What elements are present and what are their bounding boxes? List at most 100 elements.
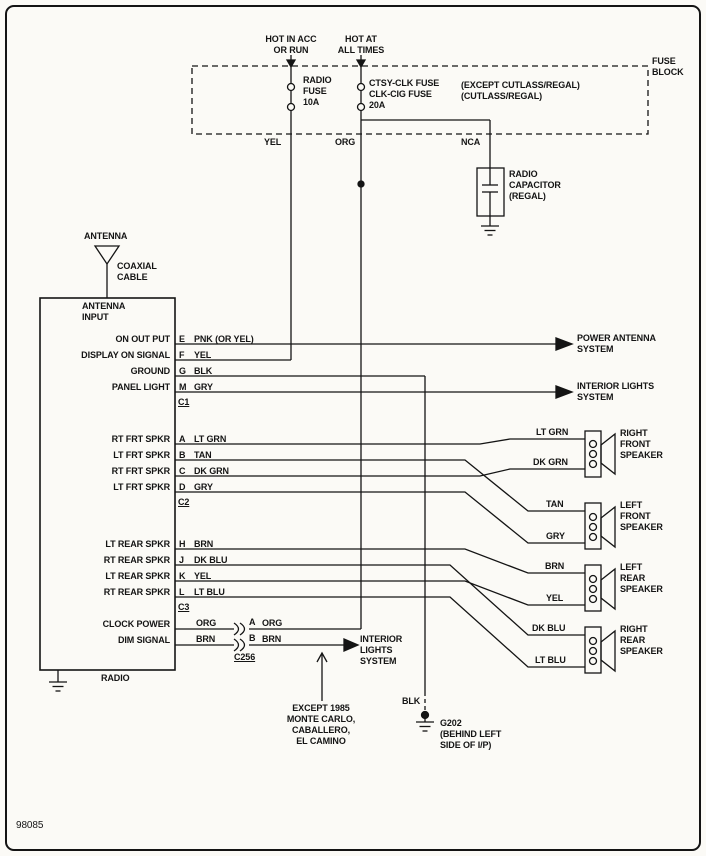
hot-in-acc-label: HOT IN ACC OR RUN (265, 34, 317, 55)
wire-g-blk-path (175, 375, 434, 732)
lr-speaker-bottom-wire-label: YEL (546, 593, 564, 603)
radio-box-outline (39, 297, 176, 671)
radio-fuse-symbol (286, 67, 296, 112)
clock-dim-wires (175, 622, 361, 652)
radio-ground-symbol (49, 670, 67, 692)
speaker-symbol-right-rear (584, 626, 616, 674)
g202-ground-label: G202 (BEHIND LEFT SIDE OF I/P) (440, 718, 502, 750)
blk-wire-label: BLK (402, 696, 421, 706)
wire-org-path (357, 110, 365, 629)
interior-lights-system-2-label: INTERIOR LIGHTS SYSTEM (360, 634, 403, 666)
pin-letter-d: D (179, 482, 186, 492)
pin-wire-a: LT GRN (194, 434, 227, 444)
pin-function-m: PANEL LIGHT (111, 382, 170, 392)
pin-wire-l: LT BLU (194, 587, 225, 597)
fuse-variant-note: (EXCEPT CUTLASS/REGAL) (CUTLASS/REGAL) (461, 80, 580, 101)
wire-nca-path (361, 119, 491, 168)
radio-capacitor-symbol (476, 167, 505, 236)
wire-yel-path (175, 110, 292, 361)
pin-function-f: DISPLAY ON SIGNAL (81, 350, 170, 360)
coaxial-cable-label: COAXIAL CABLE (117, 261, 157, 282)
pin-letter-h: H (179, 539, 186, 549)
clock-wire-label: ORG (196, 618, 217, 628)
fuse-block-outline (191, 65, 649, 135)
pin-function-e: ON OUT PUT (115, 334, 171, 344)
connector-c256-label: C256 (234, 652, 256, 662)
speaker-symbol-left-front (584, 502, 616, 550)
pin-function-d: LT FRT SPKR (113, 482, 170, 492)
connector-c3-label: C3 (178, 602, 190, 612)
power-feed-arrows (285, 55, 367, 69)
wire-m-gry-path (175, 385, 574, 399)
pin-letter-l: L (179, 587, 185, 597)
power-antenna-system-label: POWER ANTENNA SYSTEM (577, 333, 656, 354)
note-callout-arrow (316, 651, 328, 701)
pin-letter-f: F (179, 350, 185, 360)
pin-function-c: RT FRT SPKR (111, 466, 171, 476)
speaker-symbol-right-front (584, 430, 616, 478)
pin-wire-m: GRY (194, 382, 213, 392)
connector-c1-label: C1 (178, 397, 190, 407)
antenna-label: ANTENNA (84, 231, 128, 241)
radio-label: RADIO (101, 673, 130, 683)
ctsy-clk-fuse-symbol (356, 67, 366, 112)
rf-speaker-bottom-wire-label: DK GRN (533, 457, 568, 467)
pin-letter-c: C (179, 466, 186, 476)
pin-function-k: LT REAR SPKR (105, 571, 170, 581)
pin-letter-j: J (179, 555, 184, 565)
dim-pin-label: B (249, 633, 256, 643)
dim-signal-function-label: DIM SIGNAL (118, 635, 170, 645)
antenna-symbol (93, 245, 121, 298)
pin-letter-e: E (179, 334, 185, 344)
dim-wire-out-label: BRN (262, 634, 282, 644)
pin-function-h: LT REAR SPKR (105, 539, 170, 549)
interior-lights-system-label: INTERIOR LIGHTS SYSTEM (577, 381, 654, 402)
pin-wire-g: BLK (194, 366, 213, 376)
speaker-wires (175, 438, 585, 668)
pin-letter-k: K (179, 571, 186, 581)
pin-function-a: RT FRT SPKR (111, 434, 171, 444)
pin-wire-e: PNK (OR YEL) (194, 334, 254, 344)
outer-border (5, 5, 701, 851)
ctsy-clk-fuse-label: CTSY-CLK FUSE CLK-CIG FUSE 20A (369, 78, 440, 110)
lf-speaker-bottom-wire-label: GRY (546, 531, 565, 541)
pin-letter-b: B (179, 450, 186, 460)
clock-pin-label: A (249, 617, 256, 627)
clock-wire-out-label: ORG (262, 618, 283, 628)
pin-letter-a: A (179, 434, 186, 444)
diagram-number-label: 98085 (16, 820, 44, 831)
pin-wire-k: YEL (194, 571, 212, 581)
pin-function-g: GROUND (130, 366, 171, 376)
connector-c2-label: C2 (178, 497, 190, 507)
rr-speaker-top-wire-label: DK BLU (532, 623, 566, 633)
radio-fuse-label: RADIO FUSE 10A (303, 75, 332, 107)
right-front-speaker-label: RIGHT FRONT SPEAKER (620, 428, 663, 460)
right-rear-speaker-label: RIGHT REAR SPEAKER (620, 624, 663, 656)
antenna-input-label: ANTENNA INPUT (82, 301, 126, 322)
pin-letter-g: G (179, 366, 186, 376)
pin-wire-j: DK BLU (194, 555, 228, 565)
pin-wire-d: GRY (194, 482, 213, 492)
wire-e-pnk-path (175, 337, 574, 351)
left-front-speaker-label: LEFT FRONT SPEAKER (620, 500, 663, 532)
pin-wire-h: BRN (194, 539, 214, 549)
dim-wire-label: BRN (196, 634, 216, 644)
pin-wire-c: DK GRN (194, 466, 229, 476)
fuse-block-label: FUSE BLOCK (652, 56, 684, 77)
radio-capacitor-label: RADIO CAPACITOR (REGAL) (509, 169, 561, 201)
left-rear-speaker-label: LEFT REAR SPEAKER (620, 562, 663, 594)
pin-function-l: RT REAR SPKR (103, 587, 170, 597)
pin-function-b: LT FRT SPKR (113, 450, 170, 460)
nca-wire-label: NCA (461, 137, 481, 147)
speaker-symbol-left-rear (584, 564, 616, 612)
pin-letter-m: M (179, 382, 187, 392)
rf-speaker-top-wire-label: LT GRN (536, 427, 569, 437)
lr-speaker-top-wire-label: BRN (545, 561, 565, 571)
pin-wire-b: TAN (194, 450, 212, 460)
model-exception-note: EXCEPT 1985 MONTE CARLO, CABALLERO, EL C… (286, 703, 356, 746)
lf-speaker-top-wire-label: TAN (546, 499, 564, 509)
yel-wire-label: YEL (264, 137, 282, 147)
hot-at-all-times-label: HOT AT ALL TIMES (337, 34, 385, 55)
